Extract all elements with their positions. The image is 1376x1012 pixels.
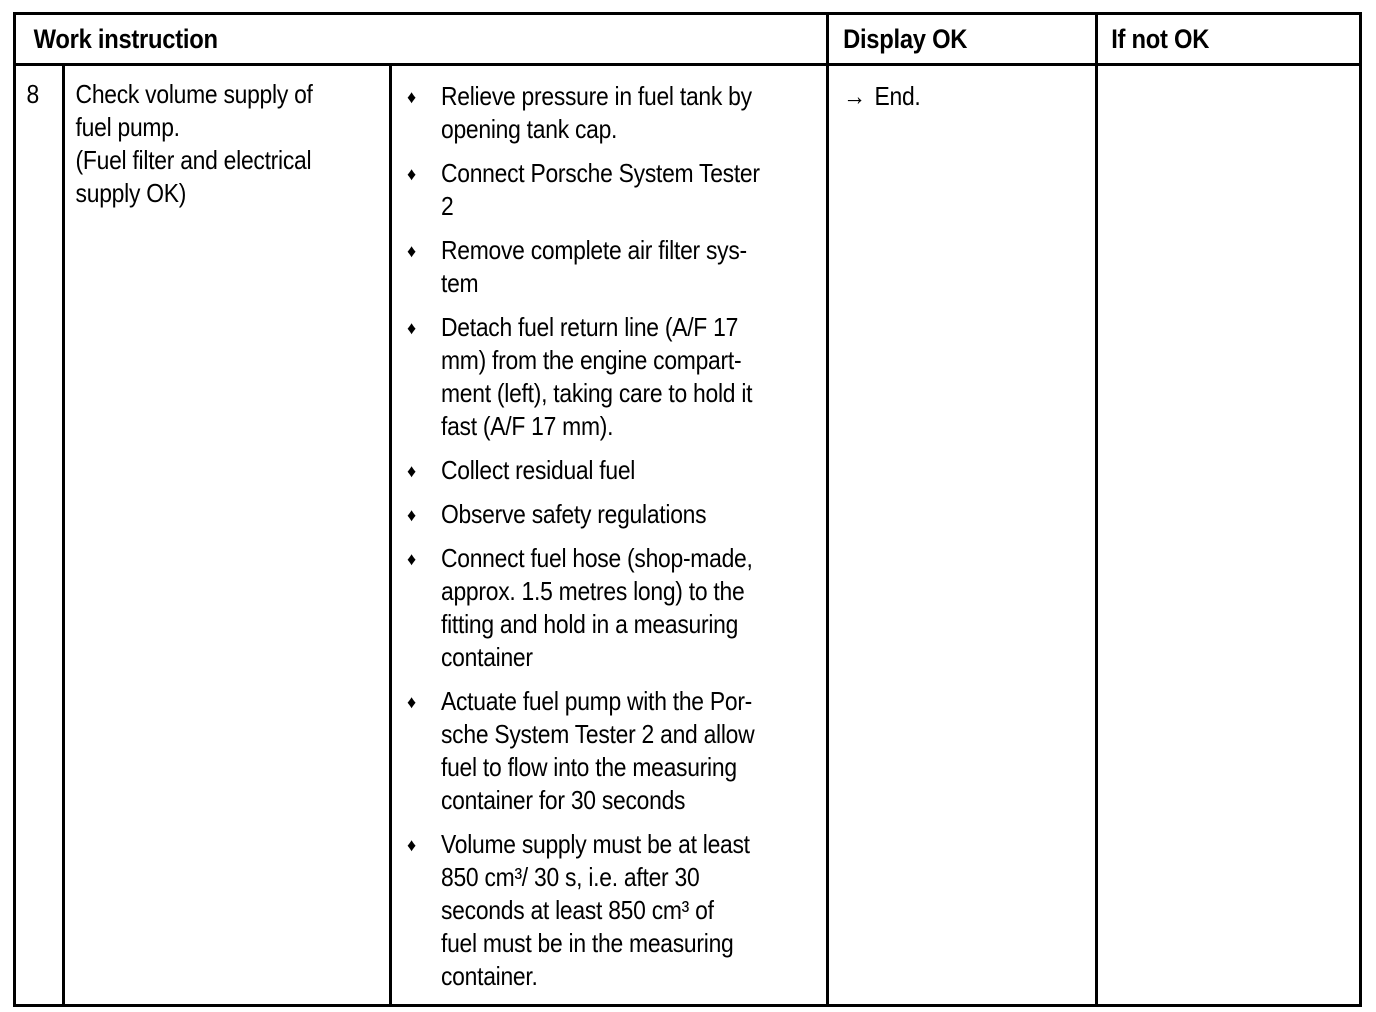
header-work-instruction: Work instruction	[13, 12, 829, 66]
diamond-bullet-icon: ♦	[407, 164, 417, 184]
step-text: Remove complete air filter sys- tem	[441, 235, 747, 298]
header-row: Work instruction Display OK If not OK	[13, 12, 1362, 66]
diamond-bullet-icon: ♦	[407, 241, 417, 261]
diamond-bullet-icon: ♦	[407, 461, 417, 481]
display-ok-cell: → End.	[826, 63, 1098, 1007]
step-text: Actuate fuel pump with the Por- sche Sys…	[441, 686, 755, 815]
if-not-ok-cell	[1095, 63, 1362, 1007]
list-item: ♦ Volume supply must be at least 850 cm³/…	[392, 828, 826, 993]
step-number: 8	[26, 79, 40, 109]
list-item: ♦ Collect residual fuel	[392, 454, 826, 487]
header-display-ok-label: Display OK	[843, 24, 968, 54]
step-text: Connect Porsche System Tester 2	[441, 158, 760, 221]
diamond-bullet-icon: ♦	[407, 549, 417, 569]
header-display-ok: Display OK	[826, 12, 1098, 66]
diamond-bullet-icon: ♦	[407, 835, 417, 855]
list-item: ♦ Actuate fuel pump with the Por- sche Sy…	[392, 685, 826, 817]
instruction-text: Check volume supply of fuel pump. (Fuel …	[75, 79, 313, 208]
display-ok-text: End.	[874, 81, 921, 111]
table-row: 8 Check volume supply of fuel pump. (Fue…	[13, 63, 1362, 1007]
instruction-cell: Check volume supply of fuel pump. (Fuel …	[62, 63, 392, 1007]
list-item: ♦ Detach fuel return line (A/F 17 mm) fro…	[392, 311, 826, 443]
work-instruction-table: Work instruction Display OK If not OK 8 …	[13, 12, 1362, 1007]
step-text: Detach fuel return line (A/F 17 mm) from…	[441, 312, 753, 441]
list-item: ♦ Observe safety regulations	[392, 498, 826, 531]
list-item: ♦ Connect Porsche System Tester 2	[392, 157, 826, 223]
diamond-bullet-icon: ♦	[407, 87, 417, 107]
header-if-not-ok: If not OK	[1095, 12, 1362, 66]
header-work-instruction-label: Work instruction	[33, 24, 218, 54]
step-text: Connect fuel hose (shop-made, approx. 1.…	[441, 543, 753, 672]
arrow-right-icon: →	[843, 81, 866, 111]
list-item: ♦ Remove complete air filter sys- tem	[392, 234, 826, 300]
step-text: Collect residual fuel	[441, 455, 636, 485]
diamond-bullet-icon: ♦	[407, 318, 417, 338]
steps-cell: ♦ Relieve pressure in fuel tank by openin…	[389, 63, 829, 1007]
diamond-bullet-icon: ♦	[407, 692, 417, 712]
step-number-cell: 8	[13, 63, 65, 1007]
list-item: ♦ Connect fuel hose (shop-made, approx. 1…	[392, 542, 826, 674]
header-if-not-ok-label: If not OK	[1111, 24, 1210, 54]
display-ok-result: → End.	[829, 66, 921, 113]
diamond-bullet-icon: ♦	[407, 505, 417, 525]
step-text: Observe safety regulations	[441, 499, 707, 529]
steps-list: ♦ Relieve pressure in fuel tank by openin…	[392, 66, 826, 993]
step-text: Relieve pressure in fuel tank by opening…	[441, 81, 752, 144]
step-text: Volume supply must be at least 850 cm³/ …	[441, 829, 750, 991]
list-item: ♦ Relieve pressure in fuel tank by openin…	[392, 80, 826, 146]
